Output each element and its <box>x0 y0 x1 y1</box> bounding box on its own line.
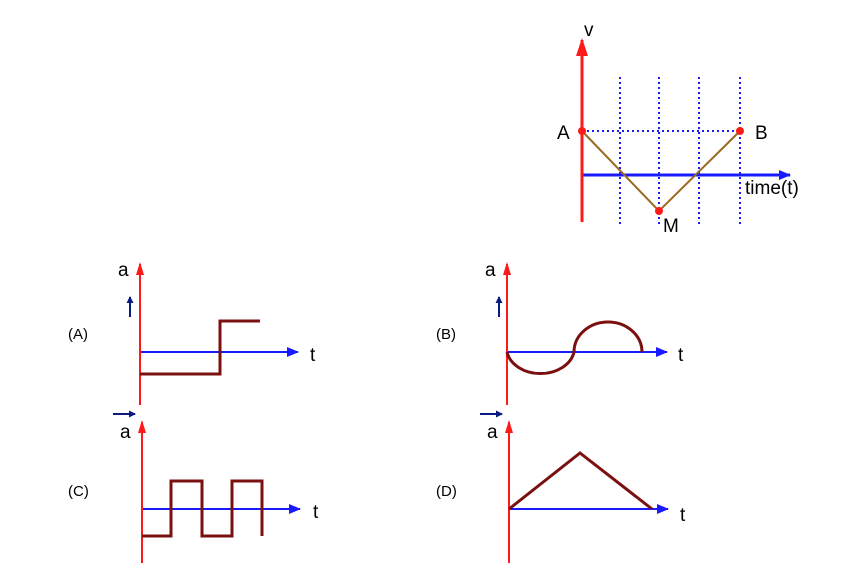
t-axis-label: t <box>313 502 319 523</box>
option-label: (C) <box>68 483 89 500</box>
velocity-curve <box>581 130 741 213</box>
point-b-marker <box>736 127 744 135</box>
acceleration-curve <box>142 479 264 538</box>
time-axis-label: time(t) <box>745 178 799 199</box>
option-label: (A) <box>68 326 88 343</box>
a-axis-arrow <box>503 262 511 275</box>
a-axis-label: a <box>487 422 498 443</box>
point-a-marker <box>578 127 586 135</box>
acceleration-curve <box>140 319 260 376</box>
option-a-graph: a t (A) <box>68 260 316 405</box>
a-axis-label: a <box>118 260 129 281</box>
velocity-time-graph: v A B M time(t) <box>557 20 799 237</box>
v-axis-label: v <box>584 20 594 41</box>
acceleration-curve <box>508 451 653 511</box>
point-b-label: B <box>755 123 768 144</box>
point-m-label: M <box>663 216 679 237</box>
a-axis-label: a <box>120 422 131 443</box>
option-label: (D) <box>436 483 457 500</box>
a-axis-arrow <box>505 420 513 433</box>
option-label: (B) <box>436 326 456 343</box>
t-axis-label: t <box>310 345 316 366</box>
option-b-graph: a t (B) <box>436 260 684 405</box>
point-m-marker <box>655 207 663 215</box>
grid-lines <box>582 77 741 225</box>
acceleration-curve <box>505 320 644 376</box>
a-axis-label: a <box>485 260 496 281</box>
velocity-axis-arrow <box>576 38 588 56</box>
point-a-label: A <box>557 123 570 144</box>
t-axis-label: t <box>678 345 684 366</box>
t-axis-label: t <box>680 505 686 526</box>
a-axis-arrow <box>138 420 146 433</box>
option-d-graph: a t (D) <box>436 410 686 563</box>
option-c-graph: a t (C) <box>68 410 319 563</box>
a-axis-arrow <box>136 262 144 275</box>
